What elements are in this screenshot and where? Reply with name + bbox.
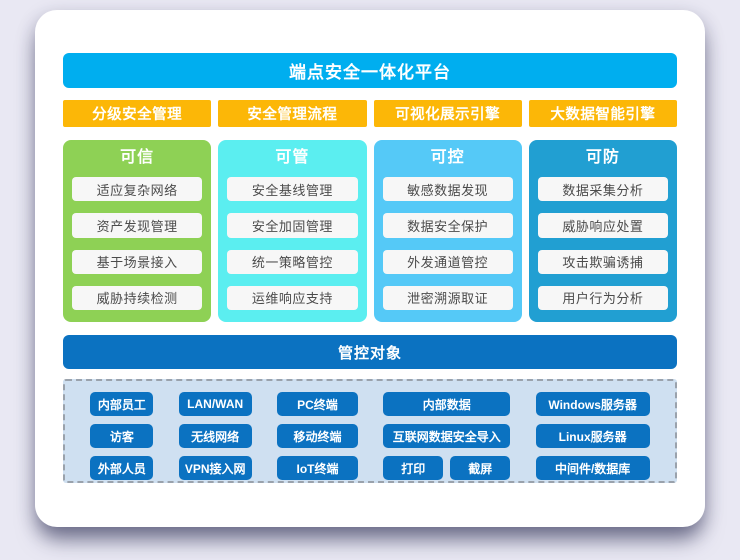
capability-item: 攻击欺骗诱捕 — [537, 249, 668, 274]
object-chip: 截屏 — [450, 456, 511, 480]
capability-item: 泄密溯源取证 — [382, 285, 513, 310]
engine-security-process: 安全管理流程 — [218, 100, 367, 127]
engine-visualization: 可视化展示引擎 — [373, 100, 522, 127]
object-chip: IoT终端 — [276, 456, 358, 480]
platform-title: 端点安全一体化平台 — [289, 63, 451, 82]
capability-item: 敏感数据发现 — [382, 177, 513, 202]
object-chip: 中间件/数据库 — [535, 456, 650, 480]
capability-item: 用户行为分析 — [537, 285, 668, 310]
objects-data-split-row: 打印 截屏 — [383, 456, 511, 480]
pillar-defensible: 可防 数据采集分析 威胁响应处置 攻击欺骗诱捕 用户行为分析 — [528, 140, 677, 322]
object-chip: Windows服务器 — [535, 392, 650, 416]
objects-group-persons: 内部员工 访客 外部人员 — [90, 392, 154, 480]
capability-item: 资产发现管理 — [72, 213, 203, 238]
objects-group-terminals: PC终端 移动终端 IoT终端 — [276, 392, 358, 480]
capability-item: 数据采集分析 — [537, 177, 668, 202]
engine-row: 分级安全管理 安全管理流程 可视化展示引擎 大数据智能引擎 — [63, 100, 677, 127]
object-chip: 无线网络 — [178, 424, 252, 448]
managed-objects-bar: 管控对象 — [63, 335, 677, 369]
object-chip: 互联网数据安全导入 — [383, 424, 511, 448]
object-chip: 内部数据 — [383, 392, 511, 416]
capability-item: 数据安全保护 — [382, 213, 513, 238]
object-chip: 访客 — [90, 424, 154, 448]
objects-group-data: 内部数据 互联网数据安全导入 打印 截屏 — [383, 392, 511, 480]
capability-item: 基于场景接入 — [72, 249, 203, 274]
objects-group-networks: LAN/WAN 无线网络 VPN接入网 — [178, 392, 252, 480]
pillar-controllable: 可控 敏感数据发现 数据安全保护 外发通道管控 泄密溯源取证 — [373, 140, 522, 322]
objects-group-servers: Windows服务器 Linux服务器 中间件/数据库 — [535, 392, 650, 480]
object-chip: 外部人员 — [90, 456, 154, 480]
capability-item: 威胁响应处置 — [537, 213, 668, 238]
capability-item: 运维响应支持 — [227, 285, 358, 310]
capability-item: 统一策略管控 — [227, 249, 358, 274]
capability-item: 威胁持续检测 — [72, 285, 203, 310]
engine-bigdata-intelligence: 大数据智能引擎 — [528, 100, 677, 127]
pillar-controllable-header: 可控 — [430, 149, 465, 166]
pillar-trusted-header: 可信 — [120, 149, 155, 166]
managed-objects-panel: 内部员工 访客 外部人员 LAN/WAN 无线网络 VPN接入网 PC终端 移动… — [63, 379, 677, 483]
capability-item: 安全加固管理 — [227, 213, 358, 238]
object-chip: 打印 — [383, 456, 444, 480]
capability-item: 外发通道管控 — [382, 249, 513, 274]
managed-objects-label: 管控对象 — [337, 344, 402, 362]
object-chip: VPN接入网 — [178, 456, 252, 480]
pillar-manageable-header: 可管 — [275, 149, 310, 166]
pillar-row: 可信 适应复杂网络 资产发现管理 基于场景接入 威胁持续检测 可管 安全基线管理… — [63, 140, 677, 322]
pillar-trusted: 可信 适应复杂网络 资产发现管理 基于场景接入 威胁持续检测 — [63, 140, 212, 322]
engine-hierarchical-security: 分级安全管理 — [63, 100, 212, 127]
platform-card: 端点安全一体化平台 分级安全管理 安全管理流程 可视化展示引擎 大数据智能引擎 … — [35, 10, 705, 527]
object-chip: LAN/WAN — [178, 392, 252, 416]
pillar-defensible-header: 可防 — [585, 149, 620, 166]
object-chip: Linux服务器 — [535, 424, 650, 448]
platform-title-bar: 端点安全一体化平台 — [63, 53, 677, 88]
pillar-manageable: 可管 安全基线管理 安全加固管理 统一策略管控 运维响应支持 — [218, 140, 367, 322]
object-chip: PC终端 — [276, 392, 358, 416]
object-chip: 内部员工 — [90, 392, 154, 416]
capability-item: 适应复杂网络 — [72, 177, 203, 202]
object-chip: 移动终端 — [276, 424, 358, 448]
capability-item: 安全基线管理 — [227, 177, 358, 202]
